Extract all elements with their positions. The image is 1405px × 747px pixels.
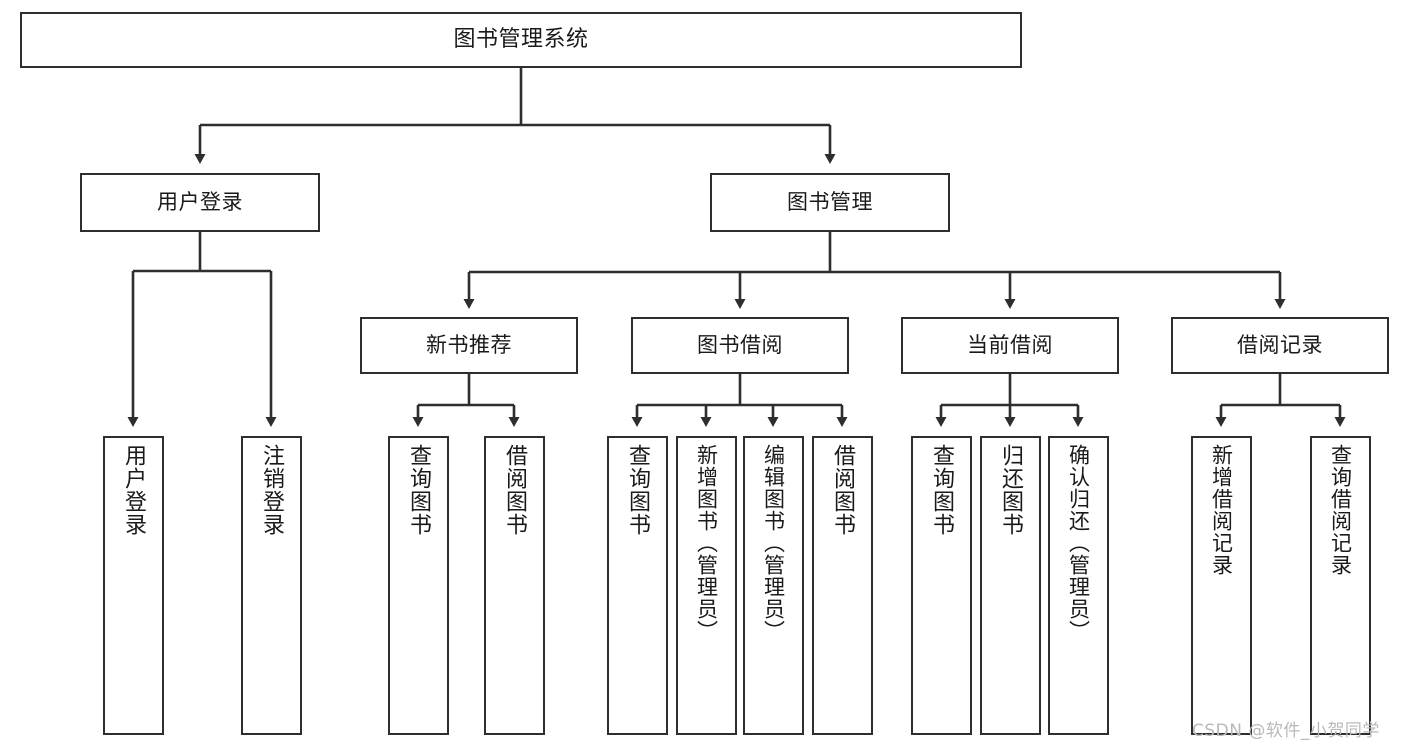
node-leaf-add-book-label: 新增图书（管理员） [694,444,719,642]
node-new-book-recommend-label: 新书推荐 [426,332,512,357]
node-leaf-query-book-1[interactable]: 查询图书 [388,436,449,735]
node-leaf-borrow-book-1[interactable]: 借阅图书 [484,436,545,735]
node-leaf-edit-book[interactable]: 编辑图书（管理员） [743,436,804,735]
node-leaf-borrow-book-2[interactable]: 借阅图书 [812,436,873,735]
node-current-borrow-label: 当前借阅 [967,332,1053,357]
node-leaf-user-login[interactable]: 用户登录 [103,436,164,735]
node-leaf-edit-book-label: 编辑图书（管理员） [761,444,786,642]
node-new-book-recommend[interactable]: 新书推荐 [360,317,578,374]
node-leaf-return-book-label: 归还图书 [998,444,1024,536]
node-leaf-borrow-book-1-label: 借阅图书 [502,444,528,536]
node-leaf-confirm-return[interactable]: 确认归还（管理员） [1048,436,1109,735]
node-book-borrow[interactable]: 图书借阅 [631,317,849,374]
node-user-login[interactable]: 用户登录 [80,173,320,232]
node-leaf-user-logout[interactable]: 注销登录 [241,436,302,735]
node-current-borrow[interactable]: 当前借阅 [901,317,1119,374]
node-leaf-query-book-2[interactable]: 查询图书 [607,436,668,735]
node-leaf-query-book-3-label: 查询图书 [929,444,955,536]
node-book-management-label: 图书管理 [787,189,873,214]
node-leaf-return-book[interactable]: 归还图书 [980,436,1041,735]
node-leaf-query-book-1-label: 查询图书 [406,444,432,536]
node-root[interactable]: 图书管理系统 [20,12,1022,68]
node-leaf-add-record-label: 新增借阅记录 [1209,444,1234,576]
node-user-login-label: 用户登录 [157,189,243,214]
node-borrow-record-label: 借阅记录 [1237,332,1323,357]
node-leaf-query-record-label: 查询借阅记录 [1328,444,1353,576]
node-leaf-add-book[interactable]: 新增图书（管理员） [676,436,737,735]
node-book-management[interactable]: 图书管理 [710,173,950,232]
csdn-watermark: CSDN @软件_小贺同学 [1192,721,1380,741]
node-leaf-query-book-2-label: 查询图书 [625,444,651,536]
node-leaf-user-login-label: 用户登录 [121,444,147,536]
node-leaf-query-record[interactable]: 查询借阅记录 [1310,436,1371,735]
node-leaf-borrow-book-2-label: 借阅图书 [830,444,856,536]
node-leaf-add-record[interactable]: 新增借阅记录 [1191,436,1252,735]
node-borrow-record[interactable]: 借阅记录 [1171,317,1389,374]
node-book-borrow-label: 图书借阅 [697,332,783,357]
node-root-label: 图书管理系统 [453,26,589,52]
node-leaf-user-logout-label: 注销登录 [259,444,285,536]
node-leaf-confirm-return-label: 确认归还（管理员） [1066,444,1091,642]
node-leaf-query-book-3[interactable]: 查询图书 [911,436,972,735]
